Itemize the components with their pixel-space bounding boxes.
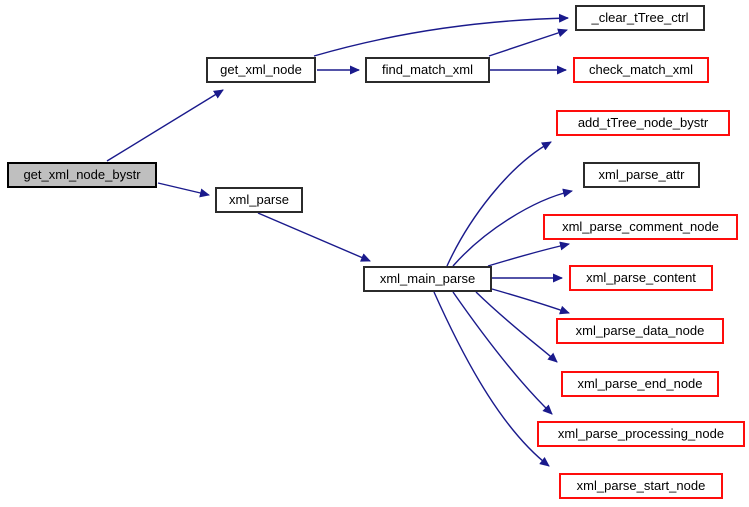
node-get_xml_node[interactable]: get_xml_node bbox=[206, 57, 316, 83]
node-xml_parse_start_node[interactable]: xml_parse_start_node bbox=[559, 473, 723, 499]
edge-xml_main_parse-to-xml_parse_start_node bbox=[433, 291, 550, 467]
edge-get_xml_node-to-_clear_tTree_ctrl bbox=[313, 13, 569, 57]
node-get_xml_node_bystr: get_xml_node_bystr bbox=[7, 162, 157, 188]
edge-find_match_xml-to-_clear_tTree_ctrl bbox=[488, 28, 568, 57]
node-xml_parse_content[interactable]: xml_parse_content bbox=[569, 265, 713, 291]
node-check_match_xml[interactable]: check_match_xml bbox=[573, 57, 709, 83]
node-_clear_tTree_ctrl[interactable]: _clear_tTree_ctrl bbox=[575, 5, 705, 31]
edge-xml_main_parse-to-add_tTree_node_bystr bbox=[446, 141, 552, 267]
node-xml_main_parse[interactable]: xml_main_parse bbox=[363, 266, 492, 292]
node-xml_parse_processing_node[interactable]: xml_parse_processing_node bbox=[537, 421, 745, 447]
node-add_tTree_node_bystr[interactable]: add_tTree_node_bystr bbox=[556, 110, 730, 136]
edge-get_xml_node_bystr-to-get_xml_node bbox=[106, 89, 224, 162]
node-find_match_xml[interactable]: find_match_xml bbox=[365, 57, 490, 83]
edge-xml_main_parse-to-xml_parse_comment_node bbox=[487, 241, 570, 267]
edge-xml_main_parse-to-xml_parse_attr bbox=[452, 188, 573, 267]
node-xml_parse_end_node[interactable]: xml_parse_end_node bbox=[561, 371, 719, 397]
node-xml_parse_data_node[interactable]: xml_parse_data_node bbox=[556, 318, 724, 344]
edge-xml_main_parse-to-xml_parse_end_node bbox=[475, 291, 558, 363]
edge-get_xml_node_bystr-to-xml_parse bbox=[157, 182, 210, 198]
node-xml_parse[interactable]: xml_parse bbox=[215, 187, 303, 213]
edge-xml_parse-to-xml_main_parse bbox=[257, 212, 371, 262]
node-xml_parse_attr[interactable]: xml_parse_attr bbox=[583, 162, 700, 188]
node-xml_parse_comment_node[interactable]: xml_parse_comment_node bbox=[543, 214, 738, 240]
edge-xml_main_parse-to-xml_parse_processing_node bbox=[452, 291, 553, 415]
edge-xml_main_parse-to-xml_parse_data_node bbox=[491, 288, 570, 315]
